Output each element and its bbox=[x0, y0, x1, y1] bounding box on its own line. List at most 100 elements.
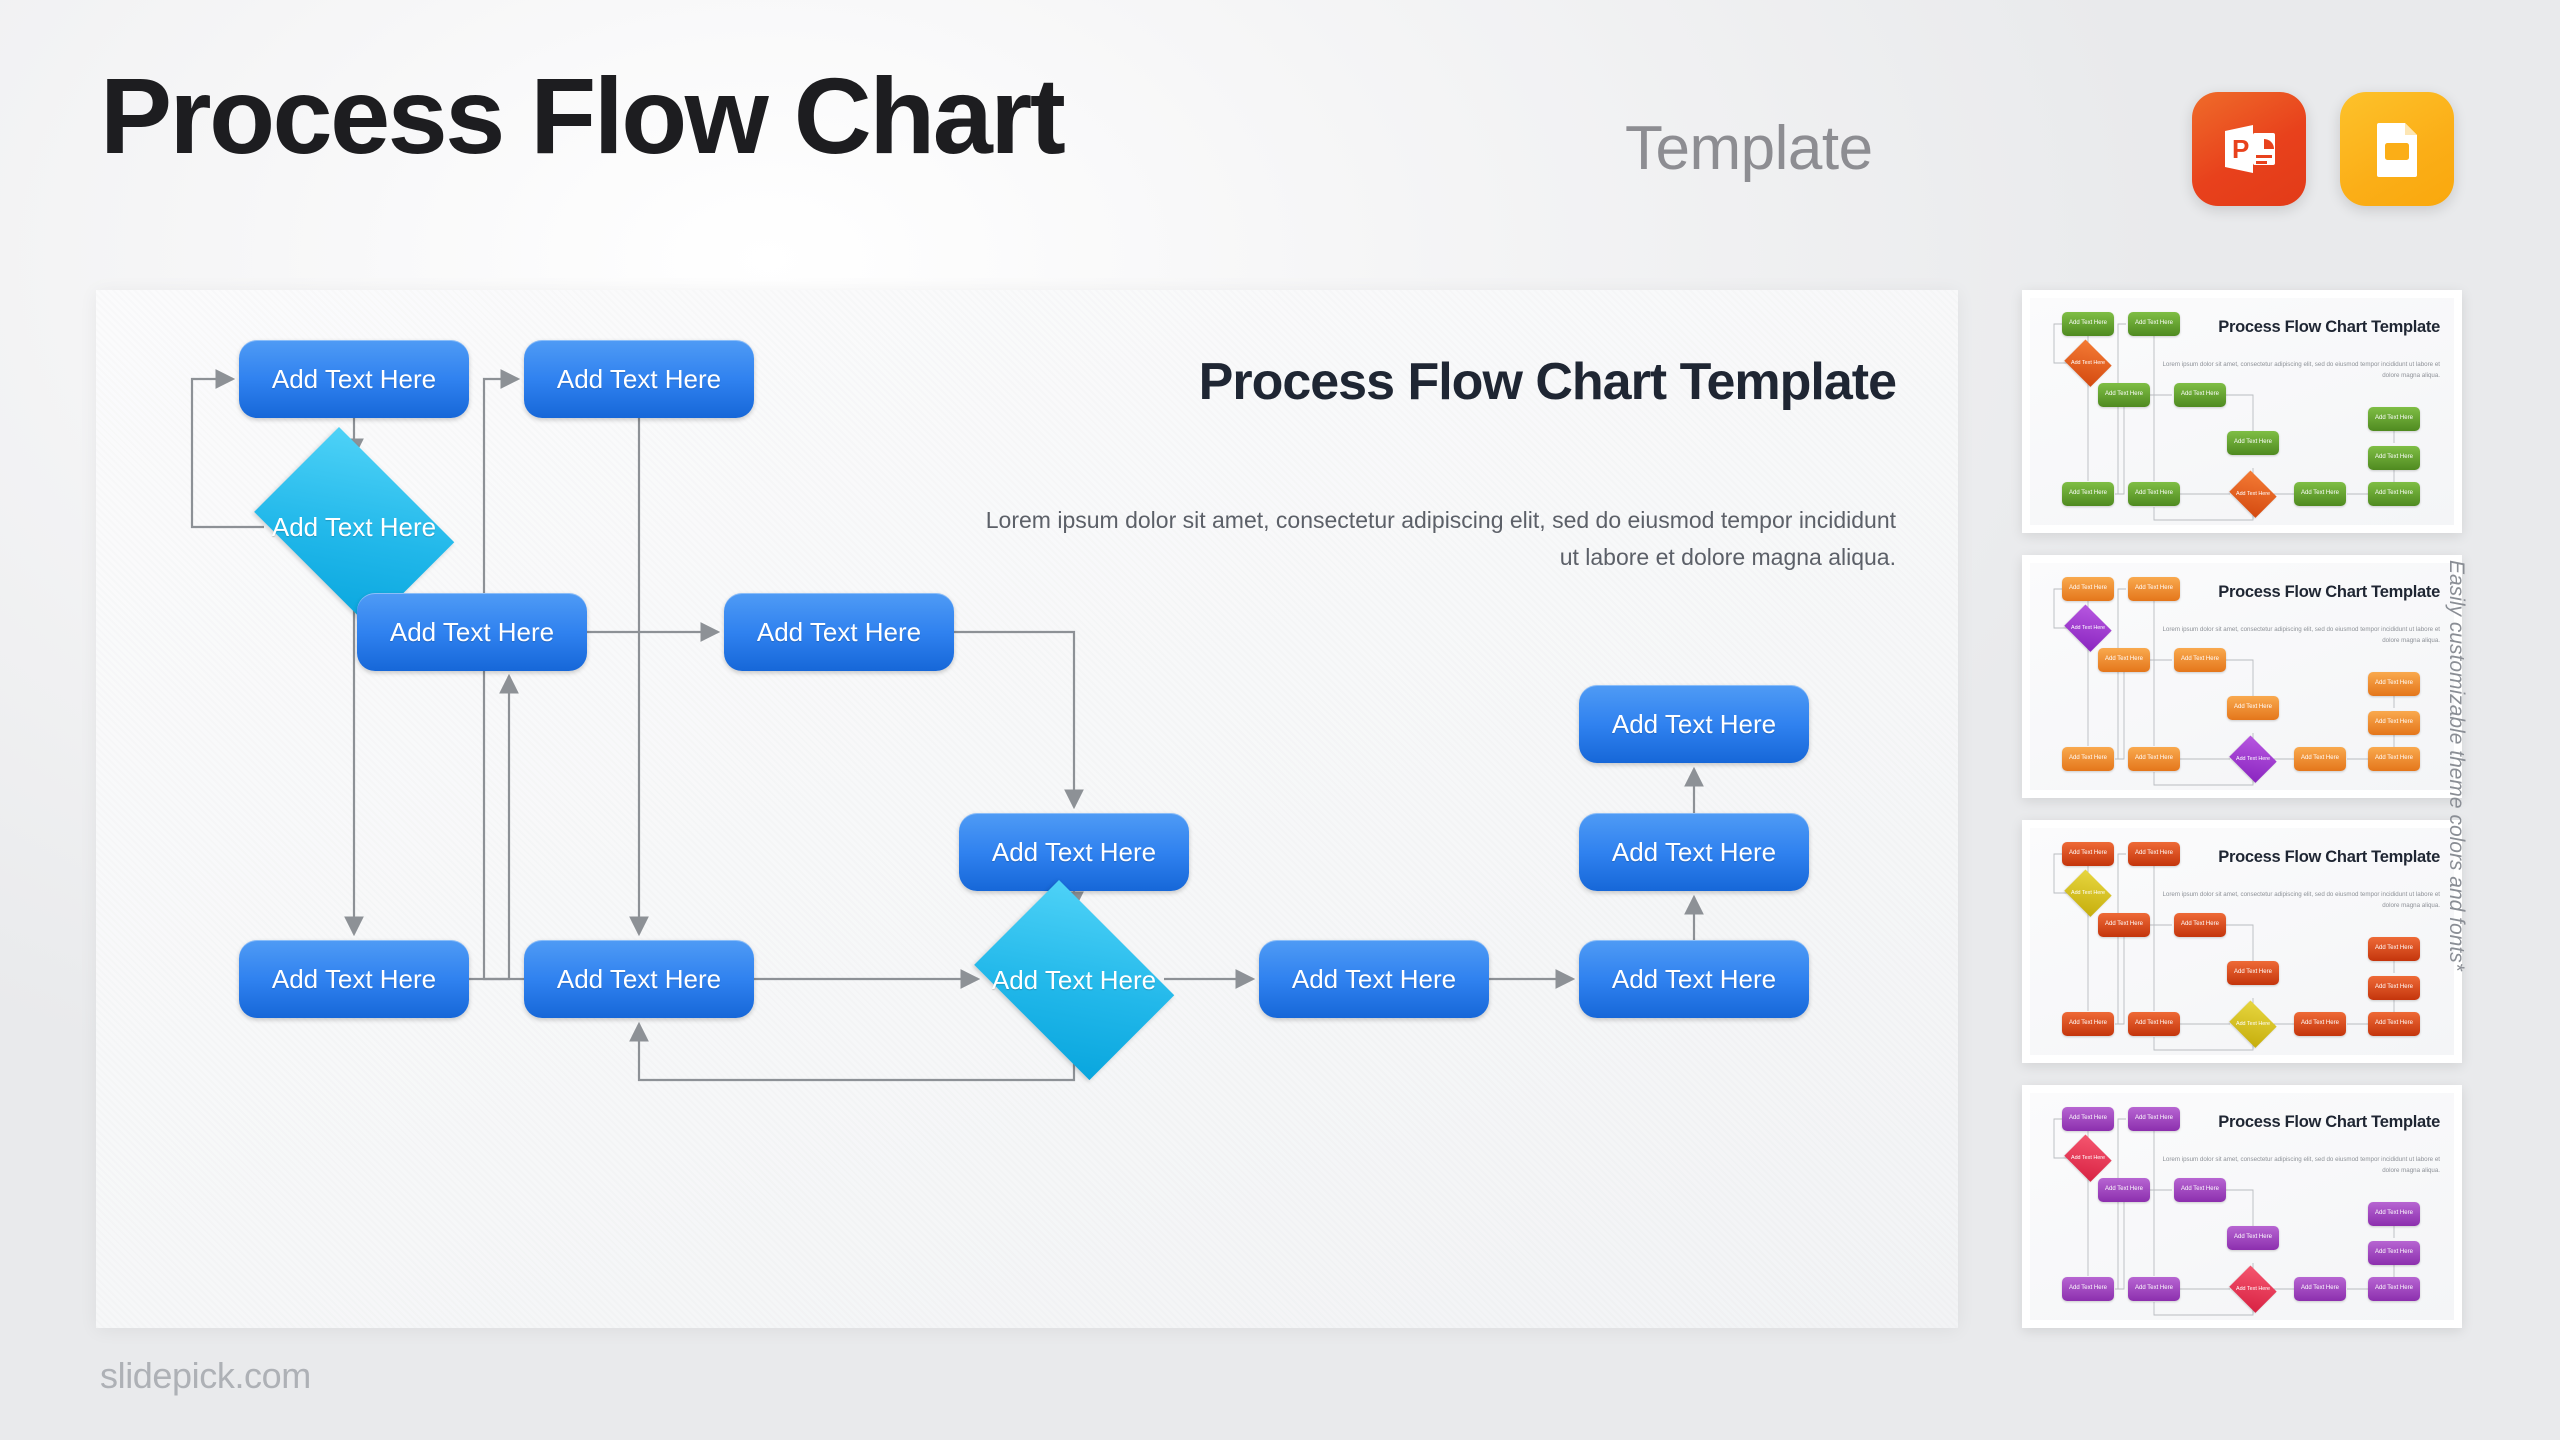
thumbnail-title: Process Flow Chart Template bbox=[2218, 1113, 2440, 1131]
thumbnail-node: Add Text Here bbox=[2368, 1277, 2420, 1301]
flow-node-label: Add Text Here bbox=[1611, 708, 1777, 739]
thumbnail-orange[interactable]: Process Flow Chart Template Lorem ipsum … bbox=[2022, 555, 2462, 798]
flow-node[interactable]: Add Text Here bbox=[1579, 940, 1809, 1018]
thumbnail-node: Add Text Here bbox=[2368, 446, 2420, 470]
flow-node-label: Add Text Here bbox=[1291, 963, 1457, 994]
thumbnail-node: Add Text Here bbox=[2062, 1107, 2114, 1131]
thumbnail-node: Add Text Here bbox=[2098, 383, 2150, 407]
thumbnail-node: Add Text Here bbox=[2227, 961, 2279, 985]
powerpoint-icon[interactable]: P bbox=[2192, 92, 2306, 206]
thumbnail-node: Add Text Here bbox=[2368, 482, 2420, 506]
page-title: Process Flow Chart bbox=[100, 55, 1066, 176]
flow-node[interactable]: Add Text Here bbox=[959, 813, 1189, 891]
thumbnail-decision: Add Text Here bbox=[2227, 1265, 2279, 1313]
thumbnail-node: Add Text Here bbox=[2128, 1277, 2180, 1301]
thumbnail-node: Add Text Here bbox=[2062, 312, 2114, 336]
thumbnail-node: Add Text Here bbox=[2128, 577, 2180, 601]
thumbnail-title: Process Flow Chart Template bbox=[2218, 318, 2440, 336]
flow-node-label: Add Text Here bbox=[271, 963, 437, 994]
thumbnail-title: Process Flow Chart Template bbox=[2218, 848, 2440, 866]
flow-node[interactable]: Add Text Here bbox=[524, 340, 754, 418]
thumbnail-node: Add Text Here bbox=[2174, 1178, 2226, 1202]
thumbnail-connectors bbox=[2053, 853, 2395, 1051]
thumbnail-inner: Process Flow Chart Template Lorem ipsum … bbox=[2030, 298, 2454, 525]
slide-heading: Process Flow Chart Template bbox=[1198, 353, 1897, 411]
thumbnail-decision: Add Text Here bbox=[2062, 1134, 2114, 1182]
thumbnail-node: Add Text Here bbox=[2128, 312, 2180, 336]
flow-decision-label: Add Text Here bbox=[991, 964, 1157, 995]
thumbnail-node: Add Text Here bbox=[2368, 1241, 2420, 1265]
thumbnail-node: Add Text Here bbox=[2368, 976, 2420, 1000]
svg-text:P: P bbox=[2232, 134, 2249, 164]
thumbnail-connectors bbox=[2053, 1118, 2395, 1316]
thumbnail-node: Add Text Here bbox=[2128, 747, 2180, 771]
thumbnail-node: Add Text Here bbox=[2128, 1012, 2180, 1036]
flow-node[interactable]: Add Text Here bbox=[357, 593, 587, 671]
thumbnail-node: Add Text Here bbox=[2294, 1012, 2346, 1036]
thumbnail-node: Add Text Here bbox=[2062, 1277, 2114, 1301]
thumbnail-body: Lorem ipsum dolor sit amet, consectetur … bbox=[2162, 626, 2440, 644]
thumbnail-inner: Process Flow Chart Template Lorem ipsum … bbox=[2030, 1093, 2454, 1320]
flow-node[interactable]: Add Text Here bbox=[1579, 685, 1809, 763]
thumbnail-node: Add Text Here bbox=[2227, 1226, 2279, 1250]
thumbnail-node: Add Text Here bbox=[2174, 648, 2226, 672]
thumbnail-decision: Add Text Here bbox=[2062, 604, 2114, 652]
thumbnail-node: Add Text Here bbox=[2368, 407, 2420, 431]
flow-decision-label: Add Text Here bbox=[271, 511, 437, 542]
thumbnail-decision: Add Text Here bbox=[2062, 869, 2114, 917]
thumbnail-node: Add Text Here bbox=[2098, 648, 2150, 672]
thumbnail-node: Add Text Here bbox=[2368, 672, 2420, 696]
thumbnail-node: Add Text Here bbox=[2368, 1202, 2420, 1226]
thumbnail-node: Add Text Here bbox=[2294, 1277, 2346, 1301]
thumbnail-title: Process Flow Chart Template bbox=[2218, 583, 2440, 601]
thumbnail-purple[interactable]: Process Flow Chart Template Lorem ipsum … bbox=[2022, 1085, 2462, 1328]
thumbnail-node: Add Text Here bbox=[2062, 577, 2114, 601]
thumbnail-node: Add Text Here bbox=[2368, 747, 2420, 771]
flow-node-label: Add Text Here bbox=[1611, 963, 1777, 994]
flow-node[interactable]: Add Text Here bbox=[239, 940, 469, 1018]
thumbnail-body: Lorem ipsum dolor sit amet, consectetur … bbox=[2162, 891, 2440, 909]
thumbnail-decision: Add Text Here bbox=[2227, 470, 2279, 518]
thumbnail-decision: Add Text Here bbox=[2227, 735, 2279, 783]
thumbnail-inner: Process Flow Chart Template Lorem ipsum … bbox=[2030, 828, 2454, 1055]
thumbnail-node: Add Text Here bbox=[2128, 1107, 2180, 1131]
flow-node[interactable]: Add Text Here bbox=[524, 940, 754, 1018]
flow-node-label: Add Text Here bbox=[991, 836, 1157, 867]
thumbnail-node: Add Text Here bbox=[2128, 842, 2180, 866]
google-slides-icon[interactable] bbox=[2340, 92, 2454, 206]
thumbnail-node: Add Text Here bbox=[2368, 711, 2420, 735]
thumbnail-node: Add Text Here bbox=[2227, 431, 2279, 455]
flow-node[interactable]: Add Text Here bbox=[1259, 940, 1489, 1018]
thumbnail-node: Add Text Here bbox=[2128, 482, 2180, 506]
flow-node-label: Add Text Here bbox=[556, 363, 722, 394]
thumbnail-node: Add Text Here bbox=[2062, 842, 2114, 866]
flow-node-label: Add Text Here bbox=[271, 363, 437, 394]
thumbnail-connectors bbox=[2053, 323, 2395, 521]
thumbnail-node: Add Text Here bbox=[2368, 937, 2420, 961]
slide-canvas: Process Flow Chart Template Lorem ipsum … bbox=[96, 290, 1958, 1328]
thumbnail-node: Add Text Here bbox=[2294, 747, 2346, 771]
thumbnail-body: Lorem ipsum dolor sit amet, consectetur … bbox=[2162, 1156, 2440, 1174]
thumbnail-node: Add Text Here bbox=[2098, 1178, 2150, 1202]
flow-node-label: Add Text Here bbox=[756, 616, 922, 647]
flow-node[interactable]: Add Text Here bbox=[1579, 813, 1809, 891]
thumbnail-decision: Add Text Here bbox=[2062, 339, 2114, 387]
thumbnail-node: Add Text Here bbox=[2368, 1012, 2420, 1036]
slide-body-text: Lorem ipsum dolor sit amet, consectetur … bbox=[985, 507, 1896, 571]
thumbnail-node: Add Text Here bbox=[2062, 1012, 2114, 1036]
thumbnail-node: Add Text Here bbox=[2227, 696, 2279, 720]
thumbnail-red[interactable]: Process Flow Chart Template Lorem ipsum … bbox=[2022, 820, 2462, 1063]
flow-node[interactable]: Add Text Here bbox=[239, 340, 469, 418]
flow-node-label: Add Text Here bbox=[389, 616, 555, 647]
page-header: Process Flow Chart Template P bbox=[0, 0, 2560, 290]
thumbnail-body: Lorem ipsum dolor sit amet, consectetur … bbox=[2162, 361, 2440, 379]
rail-caption: Easily customizable theme colors and fon… bbox=[2445, 560, 2468, 971]
flow-node-label: Add Text Here bbox=[1611, 836, 1777, 867]
thumbnail-node: Add Text Here bbox=[2062, 482, 2114, 506]
thumbnail-node: Add Text Here bbox=[2098, 913, 2150, 937]
flow-decision[interactable]: Add Text Here bbox=[959, 880, 1189, 1080]
flow-decision[interactable]: Add Text Here bbox=[239, 427, 469, 627]
thumbnail-green[interactable]: Process Flow Chart Template Lorem ipsum … bbox=[2022, 290, 2462, 533]
thumbnail-connectors bbox=[2053, 588, 2395, 786]
flow-node[interactable]: Add Text Here bbox=[724, 593, 954, 671]
